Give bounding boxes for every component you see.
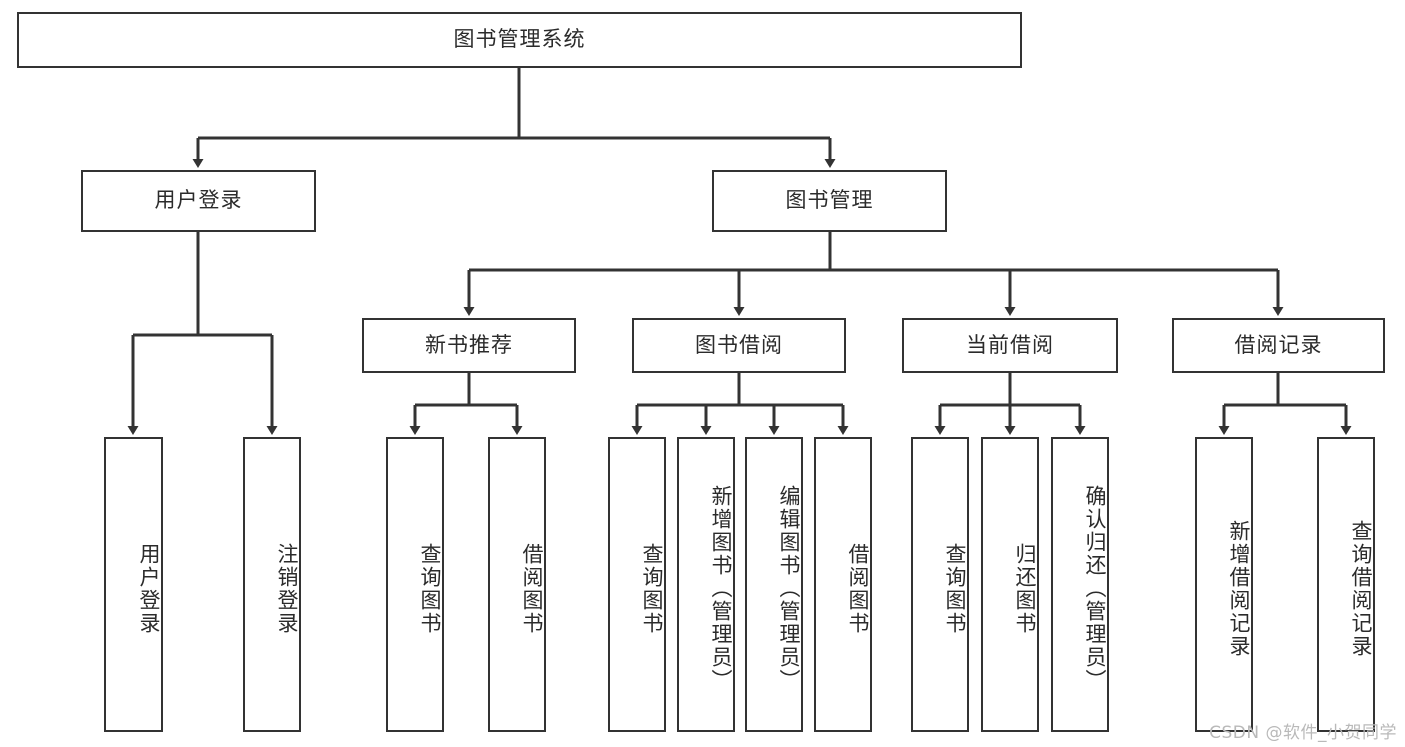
node-current-borrow[interactable]: 当前借阅	[902, 318, 1118, 373]
node-book-borrow-label: 图书借阅	[695, 332, 783, 357]
csdn-watermark: CSDN @软件_小贺同学	[1209, 723, 1397, 743]
node-leaf-query-book-label: 查询图书	[640, 542, 664, 635]
node-new-book-rec-label: 新书推荐	[425, 332, 513, 357]
node-leaf-add-book-label: 新增图书（管理员）	[709, 485, 733, 692]
node-borrow-record[interactable]: 借阅记录	[1172, 318, 1385, 373]
node-leaf-add-record[interactable]: 新增借阅记录	[1195, 437, 1253, 732]
node-leaf-user-login[interactable]: 用户登录	[104, 437, 163, 732]
node-book-manage[interactable]: 图书管理	[712, 170, 947, 232]
node-leaf-query-book-rec[interactable]: 查询图书	[386, 437, 444, 732]
node-leaf-query-book-cur[interactable]: 查询图书	[911, 437, 969, 732]
node-leaf-query-record-label: 查询借阅记录	[1349, 519, 1373, 658]
node-leaf-edit-book-label: 编辑图书（管理员）	[777, 485, 801, 692]
node-leaf-logout[interactable]: 注销登录	[243, 437, 301, 732]
node-leaf-return-book[interactable]: 归还图书	[981, 437, 1039, 732]
node-new-book-rec[interactable]: 新书推荐	[362, 318, 576, 373]
node-leaf-confirm-return-label: 确认归还（管理员）	[1083, 485, 1107, 692]
node-leaf-query-book[interactable]: 查询图书	[608, 437, 666, 732]
node-leaf-add-book[interactable]: 新增图书（管理员）	[677, 437, 735, 732]
node-leaf-edit-book[interactable]: 编辑图书（管理员）	[745, 437, 803, 732]
node-leaf-borrow-book[interactable]: 借阅图书	[814, 437, 872, 732]
node-leaf-return-book-label: 归还图书	[1013, 542, 1037, 635]
node-leaf-query-record[interactable]: 查询借阅记录	[1317, 437, 1375, 732]
node-book-borrow[interactable]: 图书借阅	[632, 318, 846, 373]
node-leaf-logout-label: 注销登录	[275, 542, 299, 635]
node-leaf-confirm-return[interactable]: 确认归还（管理员）	[1051, 437, 1109, 732]
node-root-label: 图书管理系统	[453, 27, 586, 52]
node-leaf-query-book-rec-label: 查询图书	[418, 542, 442, 635]
node-user-login-label: 用户登录	[154, 188, 243, 213]
node-book-manage-label: 图书管理	[785, 188, 874, 213]
node-leaf-add-record-label: 新增借阅记录	[1227, 519, 1251, 658]
node-leaf-query-book-cur-label: 查询图书	[943, 542, 967, 635]
node-leaf-user-login-label: 用户登录	[137, 542, 161, 635]
node-root-system[interactable]: 图书管理系统	[17, 12, 1022, 68]
node-borrow-record-label: 借阅记录	[1234, 332, 1323, 357]
node-current-borrow-label: 当前借阅	[966, 332, 1054, 357]
node-user-login[interactable]: 用户登录	[81, 170, 316, 232]
node-leaf-borrow-book-label: 借阅图书	[846, 542, 870, 635]
node-leaf-borrow-book-rec-label: 借阅图书	[520, 542, 544, 635]
node-leaf-borrow-book-rec[interactable]: 借阅图书	[488, 437, 546, 732]
